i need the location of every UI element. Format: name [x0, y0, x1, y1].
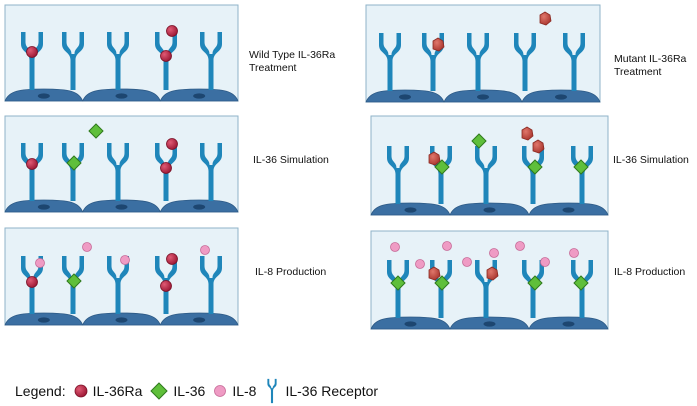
il8-dot: [82, 242, 92, 252]
il8-dot: [462, 257, 472, 267]
cell-layer: [370, 316, 609, 330]
panel-label-il8-right: IL-8 Production: [614, 266, 686, 278]
cell-nucleus: [115, 204, 128, 210]
il8-dot: [442, 241, 452, 251]
il36ra-wild: [166, 25, 178, 37]
il36-diamond: [573, 159, 589, 175]
panel-label-il36-sim-left: IL-36 Simulation: [253, 154, 329, 166]
il36ra-wild: [160, 50, 172, 62]
cell-nucleus: [37, 317, 50, 323]
cell-nucleus: [115, 93, 128, 99]
il36ra-icon: [74, 384, 88, 398]
legend-label-il36ra: IL-36Ra: [92, 383, 143, 399]
il36ra-mutant: [428, 266, 441, 281]
cell-nucleus: [404, 321, 417, 327]
panel-label-il8-left: IL-8 Production: [255, 266, 327, 278]
cell-nucleus: [37, 93, 50, 99]
il8-dot: [120, 255, 130, 265]
il36-diamond: [573, 275, 589, 291]
il36ra-mutant: [486, 266, 499, 281]
legend-label-il36: IL-36: [173, 383, 206, 399]
legend-label-il8: IL-8: [232, 383, 257, 399]
receptor-icon: [267, 378, 278, 404]
il36-diamond: [88, 123, 104, 139]
il36-diamond: [527, 275, 543, 291]
il8-dot: [415, 259, 425, 269]
cell-layer: [4, 312, 239, 326]
il36ra-wild: [26, 46, 38, 58]
il8-dot: [569, 248, 579, 258]
il36ra-wild: [166, 253, 178, 265]
il36ra-mutant: [521, 126, 534, 141]
cell-nucleus: [193, 93, 206, 99]
cell-nucleus: [193, 317, 206, 323]
il8-dot: [515, 241, 525, 251]
il8-dot: [35, 258, 45, 268]
cell-nucleus: [477, 94, 489, 100]
il36ra-wild: [26, 158, 38, 170]
legend-label-receptor: IL-36 Receptor: [285, 383, 379, 399]
cell-nucleus: [562, 207, 575, 213]
panel-label-il36-sim-right: IL-36 Simulation: [613, 154, 689, 166]
il36ra-mutant: [532, 139, 545, 154]
il36-diamond: [471, 133, 487, 149]
il36ra-wild: [160, 280, 172, 292]
cell-layer: [370, 202, 609, 216]
il36ra-wild: [166, 138, 178, 150]
il36-icon: [150, 382, 169, 400]
legend: Legend: IL-36Ra IL-36 IL-8 IL-36 Recepto…: [15, 376, 386, 406]
cell-layer: [4, 199, 239, 213]
il36-diamond: [66, 273, 82, 289]
il36ra-mutant: [428, 151, 441, 166]
il36-diamond: [434, 159, 450, 175]
cell-nucleus: [483, 207, 496, 213]
il8-icon: [214, 385, 227, 397]
legend-title: Legend:: [15, 383, 66, 399]
il36-diamond: [527, 159, 543, 175]
il36-diamond: [434, 275, 450, 291]
cell-nucleus: [562, 321, 575, 327]
cell-nucleus: [399, 94, 411, 100]
cell-nucleus: [404, 207, 417, 213]
il36ra-mutant: [432, 37, 445, 52]
cell-nucleus: [555, 94, 567, 100]
cell-nucleus: [483, 321, 496, 327]
il36-diamond: [390, 275, 406, 291]
il36ra-mutant: [539, 11, 552, 26]
il8-dot: [390, 242, 400, 252]
il8-dot: [489, 248, 499, 258]
cell-nucleus: [115, 317, 128, 323]
il36-diamond: [66, 155, 82, 171]
il8-dot: [540, 257, 550, 267]
cell-nucleus: [37, 204, 50, 210]
il36ra-wild: [160, 162, 172, 174]
il8-dot: [200, 245, 210, 255]
cell-layer: [365, 89, 601, 103]
cell-nucleus: [193, 204, 206, 210]
il36ra-wild: [26, 276, 38, 288]
cell-layer: [4, 88, 239, 102]
